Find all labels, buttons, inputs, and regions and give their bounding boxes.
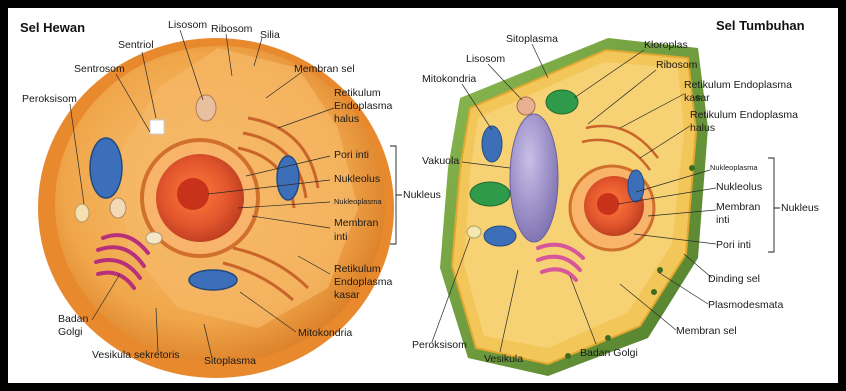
animal-label-vesikula-sekretoris: Vesikula sekretoris [92,349,180,361]
plant-mitochondrion-3 [628,170,644,202]
plant-label-membran-sel: Membran sel [676,325,737,337]
animal-label-mitokondria: Mitokondria [298,327,352,339]
plant-label-ribosom: Ribosom [656,59,698,71]
animal-label-peroksisom: Peroksisom [22,93,77,105]
animal-label-silia: Silia [260,29,280,41]
animal-label-membran-inti-1: Membran [334,217,379,229]
animal-label-lisosom: Lisosom [168,19,207,31]
plant-label-vakuola: Vakuola [422,155,459,167]
plant-title: Sel Tumbuhan [716,18,805,33]
animal-mitochondrion-3 [189,270,237,290]
plant-label-dinding-sel: Dinding sel [708,273,760,285]
plant-label-re-halus-2: halus [690,122,715,134]
plant-label-peroksisom: Peroksisom [412,339,467,351]
cell-diagram: Sel Hewan Lisosom Ribosom Silia Sentriol… [8,8,838,383]
animal-label-nukleoplasma: Nukleoplasma [334,197,382,206]
plant-label-sitoplasma: Sitoplasma [506,33,558,45]
plant-label-re-kasar-1: Retikulum Endoplasma [684,79,792,91]
animal-label-re-halus-1: Retikulum [334,87,381,99]
plant-lysosome [517,97,535,115]
animal-label-re-halus-3: halus [334,113,359,125]
animal-peroxisome [75,204,89,222]
plant-chloroplast-2 [470,182,510,206]
animal-vesicle [110,198,126,218]
plant-nukleus-bracket [768,158,780,252]
plant-label-vesikula: Vesikula [484,353,523,365]
plant-peroxisome [467,226,481,238]
animal-label-nukleolus: Nukleolus [334,173,380,185]
plant-mitochondrion-2 [484,226,516,246]
plant-label-nukleoplasma: Nukleoplasma [710,163,758,172]
animal-label-sitoplasma: Sitoplasma [204,355,256,367]
plant-label-kloroplas: Kloroplas [644,39,688,51]
plant-label-re-kasar-2: kasar [684,92,710,104]
plant-chloroplast-1 [546,90,578,114]
animal-label-ribosom: Ribosom [211,23,253,35]
animal-centriole [150,120,164,134]
plant-label-pori-inti: Pori inti [716,239,751,251]
plant-label-re-halus-1: Retikulum Endoplasma [690,109,798,121]
plant-label-nukleus: Nukleus [781,202,819,214]
animal-label-pori-inti: Pori inti [334,149,369,161]
plant-nucleolus [597,193,619,215]
animal-label-re-kasar-3: kasar [334,289,360,301]
animal-label-badan-golgi-2: Golgi [58,326,83,338]
animal-label-membran-sel: Membran sel [294,63,355,75]
animal-label-membran-inti-2: inti [334,231,347,243]
plant-label-badan-golgi: Badan Golgi [580,347,638,359]
diagram-panel: Sel Hewan Lisosom Ribosom Silia Sentriol… [8,8,838,383]
animal-label-re-kasar-2: Endoplasma [334,276,393,288]
plant-label-membran-inti-1: Membran [716,201,761,213]
animal-mitochondrion-1 [90,138,122,198]
animal-vesicle-2 [146,232,162,244]
plant-cell [440,38,708,376]
plant-mitochondrion-1 [482,126,502,162]
plant-label-lisosom: Lisosom [466,53,505,65]
animal-lysosome [196,95,216,121]
animal-label-re-halus-2: Endoplasma [334,100,393,112]
animal-label-badan-golgi-1: Badan [58,313,89,325]
plant-vacuole [510,114,558,242]
animal-title: Sel Hewan [20,20,85,35]
plant-label-mitokondria: Mitokondria [422,73,476,85]
plant-label-plasmodesmata: Plasmodesmata [708,299,783,311]
animal-label-sentrosom: Sentrosom [74,63,125,75]
animal-label-re-kasar-1: Retikulum [334,263,381,275]
plant-label-nukleolus: Nukleolus [716,181,762,193]
animal-label-sentriol: Sentriol [118,39,154,51]
animal-nucleolus [177,178,209,210]
animal-mitochondrion-2 [277,156,299,200]
animal-label-nukleus: Nukleus [403,189,441,201]
plant-label-membran-inti-2: inti [716,214,729,226]
